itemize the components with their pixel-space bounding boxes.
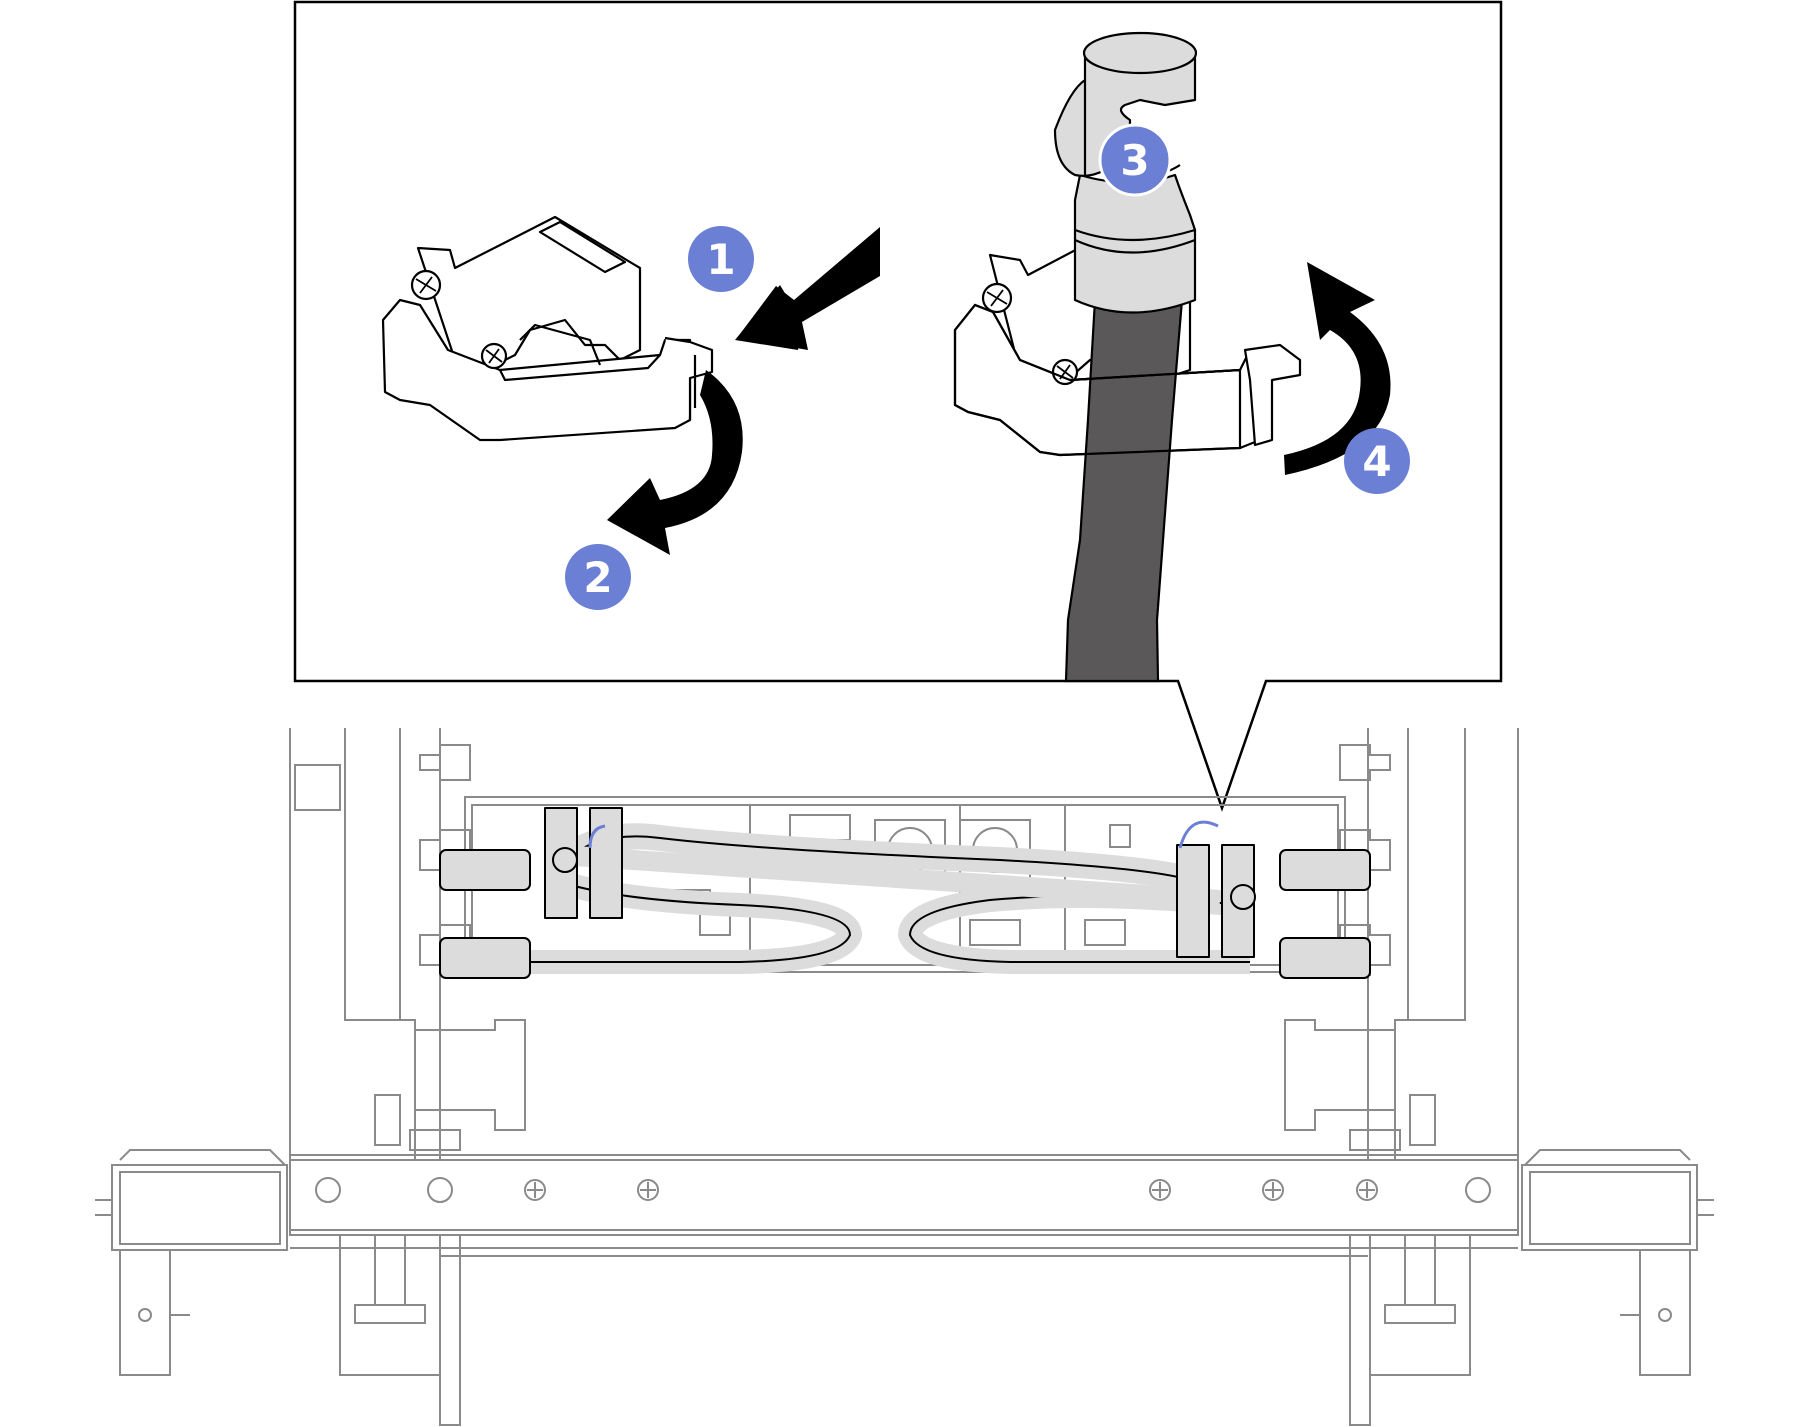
- arrow-2-rotate-open: [607, 370, 743, 555]
- step-marker-1: 1: [688, 226, 754, 292]
- arrow-4-rotate-close: [1284, 262, 1391, 475]
- manifold-hose-assembly: [439, 807, 1371, 979]
- left-hose-bracket: [381, 215, 714, 442]
- quick-connect-fitting: [1053, 31, 1198, 314]
- step-marker-3-label: 3: [1120, 136, 1149, 185]
- arrow-1-push: [735, 227, 880, 350]
- step-marker-2-label: 2: [583, 553, 612, 602]
- step-marker-3: 3: [1098, 123, 1172, 197]
- rack-frame: [95, 728, 1714, 1426]
- step-marker-1-label: 1: [706, 235, 735, 284]
- right-latch-tab: [1243, 343, 1302, 447]
- step-marker-4-label: 4: [1362, 437, 1391, 486]
- supply-hose: [953, 298, 1242, 683]
- step-marker-4: 4: [1344, 428, 1410, 494]
- step-marker-2: 2: [565, 544, 631, 610]
